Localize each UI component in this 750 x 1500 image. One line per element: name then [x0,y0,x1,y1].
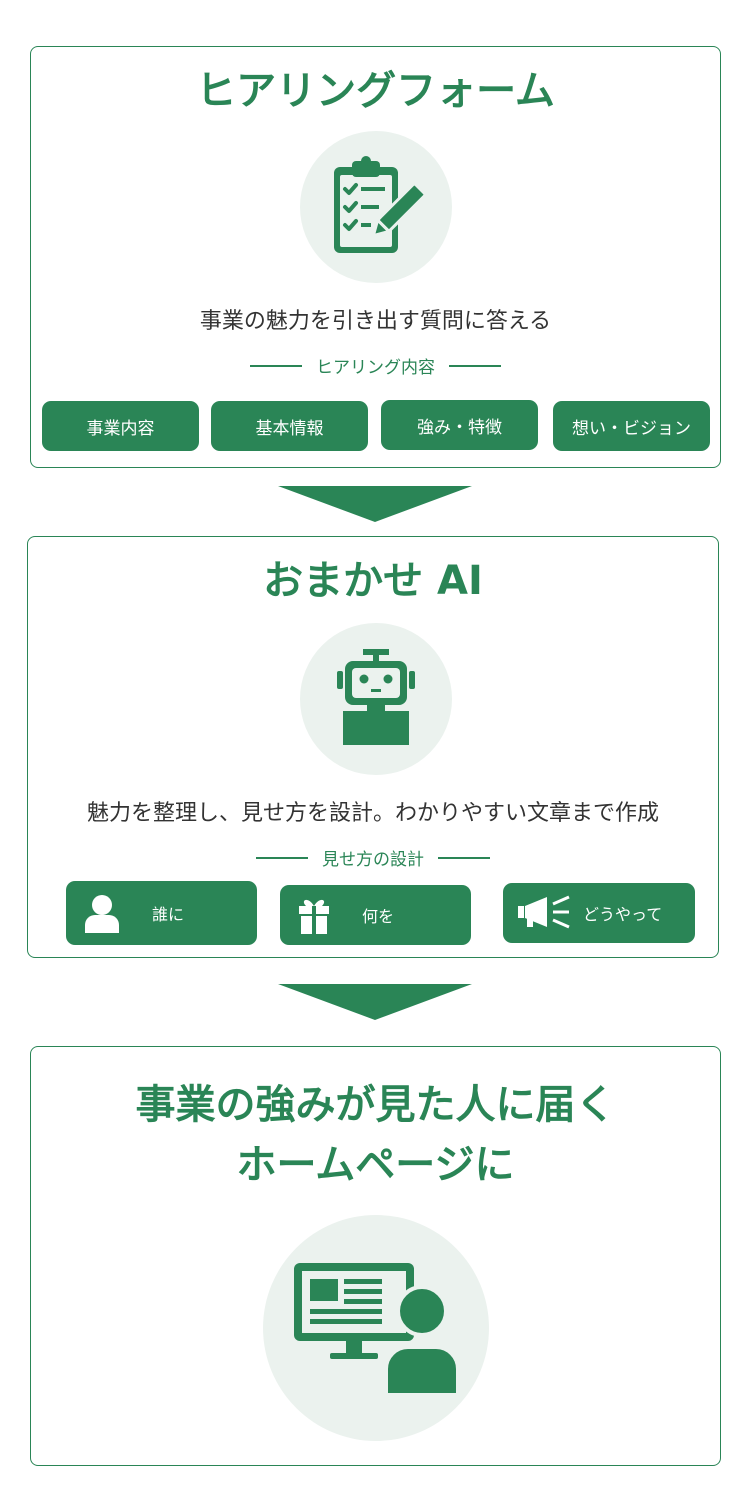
divider-line-left [250,364,302,367]
divider-line-right [438,856,490,859]
divider-line-left [256,856,308,859]
ai-divider-label: 見せ方の設計 [322,850,424,870]
result-icon-circle [263,1215,489,1441]
person-icon [84,893,120,933]
result-title-line1: 事業の強みが見た人に届く [135,1082,616,1128]
gift-icon [298,896,330,934]
ai-description: 魅力を整理し、見せ方を設計。わかりやすい文章まで作成 [86,801,659,826]
hearing-item-basic-info[interactable]: 基本情報 [211,401,368,451]
hearing-form-title: ヒアリングフォーム [196,68,555,114]
hearing-item-vision[interactable]: 想い・ビジョン [553,401,710,451]
ai-item-what[interactable]: 何を [280,885,471,945]
hearing-divider-label: ヒアリング内容 [316,358,435,378]
person-at-monitor-icon [294,1263,460,1395]
result-title-line2: ホームページに [236,1142,515,1188]
hearing-icon-circle [300,131,452,283]
down-arrow-2 [278,984,472,1020]
result-card: 事業の強みが見た人に届く ホームページに [30,1046,721,1466]
ai-divider: 見せ方の設計 [28,845,718,870]
divider-line-right [449,364,501,367]
down-arrow-1 [278,486,472,522]
ai-card: おまかせ AI 魅力を整理し、見せ方を設計。わかりやすい文章まで作成 見せ方の設… [27,536,719,958]
hearing-divider: ヒアリング内容 [31,353,720,378]
clipboard-edit-icon [334,156,426,253]
megaphone-icon [517,895,573,931]
hearing-item-business[interactable]: 事業内容 [42,401,199,451]
ai-item-how[interactable]: どうやって [503,883,695,943]
ai-item-what-label: 何を [362,907,395,926]
robot-icon [337,649,415,745]
ai-item-who-label: 誰に [152,905,185,924]
ai-title: おまかせ AI [263,558,483,604]
hearing-description: 事業の魅力を引き出す質問に答える [199,309,552,334]
hearing-item-strengths[interactable]: 強み・特徴 [381,400,538,450]
ai-icon-circle [300,623,452,775]
hearing-form-card: ヒアリングフォーム 事業の魅力を引き出す質問に答える ヒアリング内容 事業内容 … [30,46,721,468]
ai-item-how-label: どうやって [583,905,663,924]
ai-item-who[interactable]: 誰に [66,881,257,945]
